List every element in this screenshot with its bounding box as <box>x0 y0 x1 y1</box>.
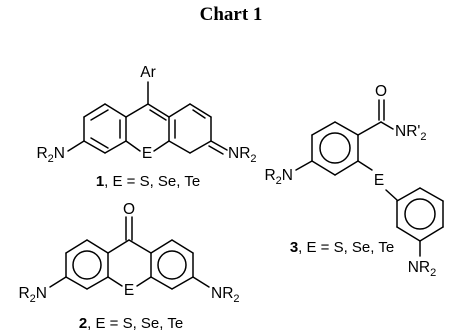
structure-1-right-iminium-label: NR2 <box>228 145 257 165</box>
structure-2-carbonyl-oxygen-label: O <box>123 201 135 218</box>
structure-1-caption: 1, E = S, Se, Te <box>96 173 200 190</box>
structure-2-left-aromatic-ring <box>72 250 102 280</box>
structure-1-bonds <box>67 81 228 155</box>
structure-3-left-amine-label: R2N <box>264 167 293 187</box>
structure-1-aryl-label: Ar <box>140 64 156 81</box>
structure-2-bonds <box>49 216 210 290</box>
structure-2-right-aromatic-ring <box>157 250 187 280</box>
structure-1: Ar E R2N NR2 1, E = S, Se, Te <box>36 64 256 190</box>
structure-3-amide-label: NR'2 <box>395 123 426 143</box>
structure-2-left-amine-label: R2N <box>18 285 47 305</box>
structure-3-bonds <box>295 99 444 257</box>
structure-3-carbonyl-oxygen-label: O <box>375 83 387 100</box>
structure-3-ring-a-aromatic-circle <box>319 132 351 164</box>
structure-2-right-amine-label: NR2 <box>211 285 240 305</box>
structure-3-ring-b-aromatic-circle <box>404 198 436 230</box>
structure-3-caption: 3, E = S, Se, Te <box>290 239 394 256</box>
figure-title: Chart 1 <box>200 4 263 25</box>
structure-3-heteroatom-label: E <box>374 172 384 189</box>
structure-1-left-amine-label: R2N <box>36 145 65 165</box>
structure-3-bottom-amine-label: NR2 <box>408 259 437 279</box>
structure-2-caption: 2, E = S, Se, Te <box>79 315 183 332</box>
structure-1-heteroatom-label: E <box>142 145 152 162</box>
structure-2-heteroatom-label: E <box>124 282 134 299</box>
structure-3: O NR'2 E R2N NR2 3, E = S, Se, Te <box>264 83 444 279</box>
structure-2: O E R2N NR2 2, E = S, Se, Te <box>18 201 239 332</box>
